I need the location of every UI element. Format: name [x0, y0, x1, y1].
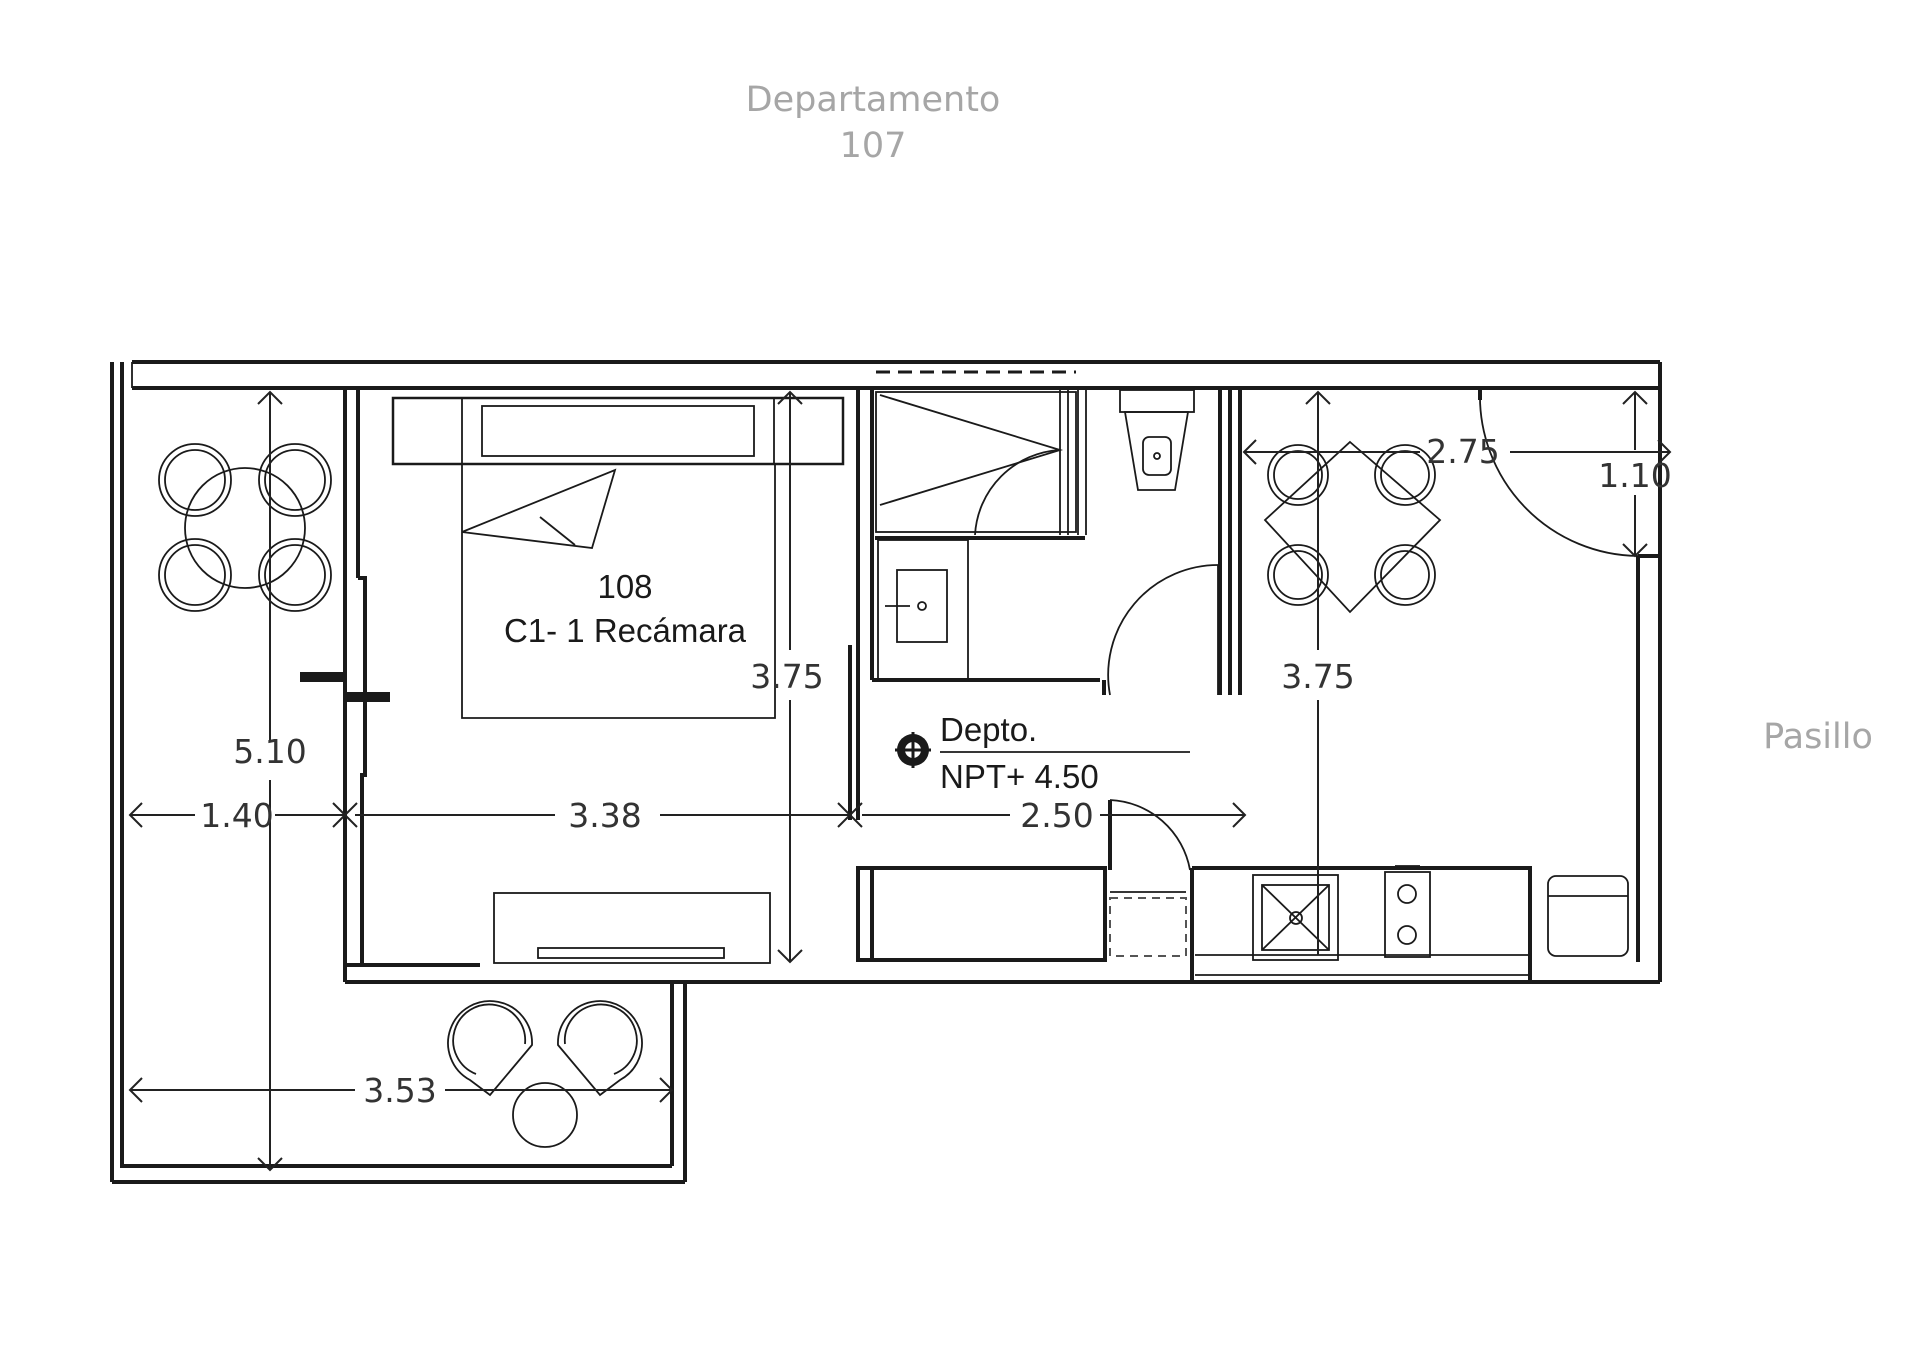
sink-icon	[1252, 874, 1339, 961]
dim-bedroom-height: 3.75	[750, 657, 823, 696]
bed-icon	[391, 396, 845, 719]
dim-terrace-height: 5.10	[233, 732, 306, 771]
chair-icon	[557, 1000, 643, 1097]
dining-set-icon	[158, 443, 332, 612]
lounge-set-icon	[447, 1000, 643, 1148]
chair-icon	[258, 443, 332, 517]
exterior-walls	[110, 360, 1662, 1184]
corridor-label: Pasillo	[1763, 717, 1873, 757]
dim-living-height: 3.75	[1281, 657, 1354, 696]
door-swing-icon	[1478, 388, 1639, 557]
chair-icon	[158, 538, 232, 612]
dim-bedroom-width: 3.38	[568, 796, 641, 835]
unit-number-label: 108	[597, 568, 652, 605]
dim-balcony-width: 3.53	[363, 1071, 436, 1110]
dining-set-icon	[1263, 440, 1442, 614]
level-label: Depto.	[940, 711, 1037, 748]
fridge-icon	[1547, 875, 1629, 957]
stove-icon	[1384, 865, 1431, 958]
dimension-lines	[128, 390, 1672, 1172]
dim-door-width: 1.10	[1598, 456, 1671, 495]
dim-hall-width: 2.50	[1020, 796, 1093, 835]
toilet-icon	[1119, 389, 1195, 491]
door-swing-icon	[1102, 564, 1221, 696]
dim-terrace-width: 1.40	[200, 796, 273, 835]
chair-icon	[1374, 544, 1436, 606]
chair-icon	[158, 443, 232, 517]
sink-icon	[877, 539, 969, 681]
door-swing-icon	[1108, 799, 1191, 871]
unit-type-label: C1- 1 Recámara	[504, 612, 747, 649]
neighbor-unit-number: 107	[840, 126, 907, 166]
shower-icon	[875, 370, 1087, 536]
north-arrow-icon	[895, 732, 1190, 768]
level-elevation: NPT+ 4.50	[940, 758, 1099, 795]
chair-icon	[447, 1000, 533, 1097]
sliding-door-marks	[300, 672, 390, 702]
interior-walls	[343, 388, 1532, 982]
storage-closet	[1109, 891, 1187, 957]
dim-living-width: 2.75	[1426, 432, 1499, 471]
chair-icon	[1267, 544, 1329, 606]
desk	[493, 892, 771, 964]
neighbor-unit-name: Departamento	[746, 80, 1001, 120]
chair-icon	[258, 538, 332, 612]
dimension-labels: 5.10 1.40 3.38 3.75 2.50 3.75 2.75 1.10 …	[200, 432, 1671, 1110]
